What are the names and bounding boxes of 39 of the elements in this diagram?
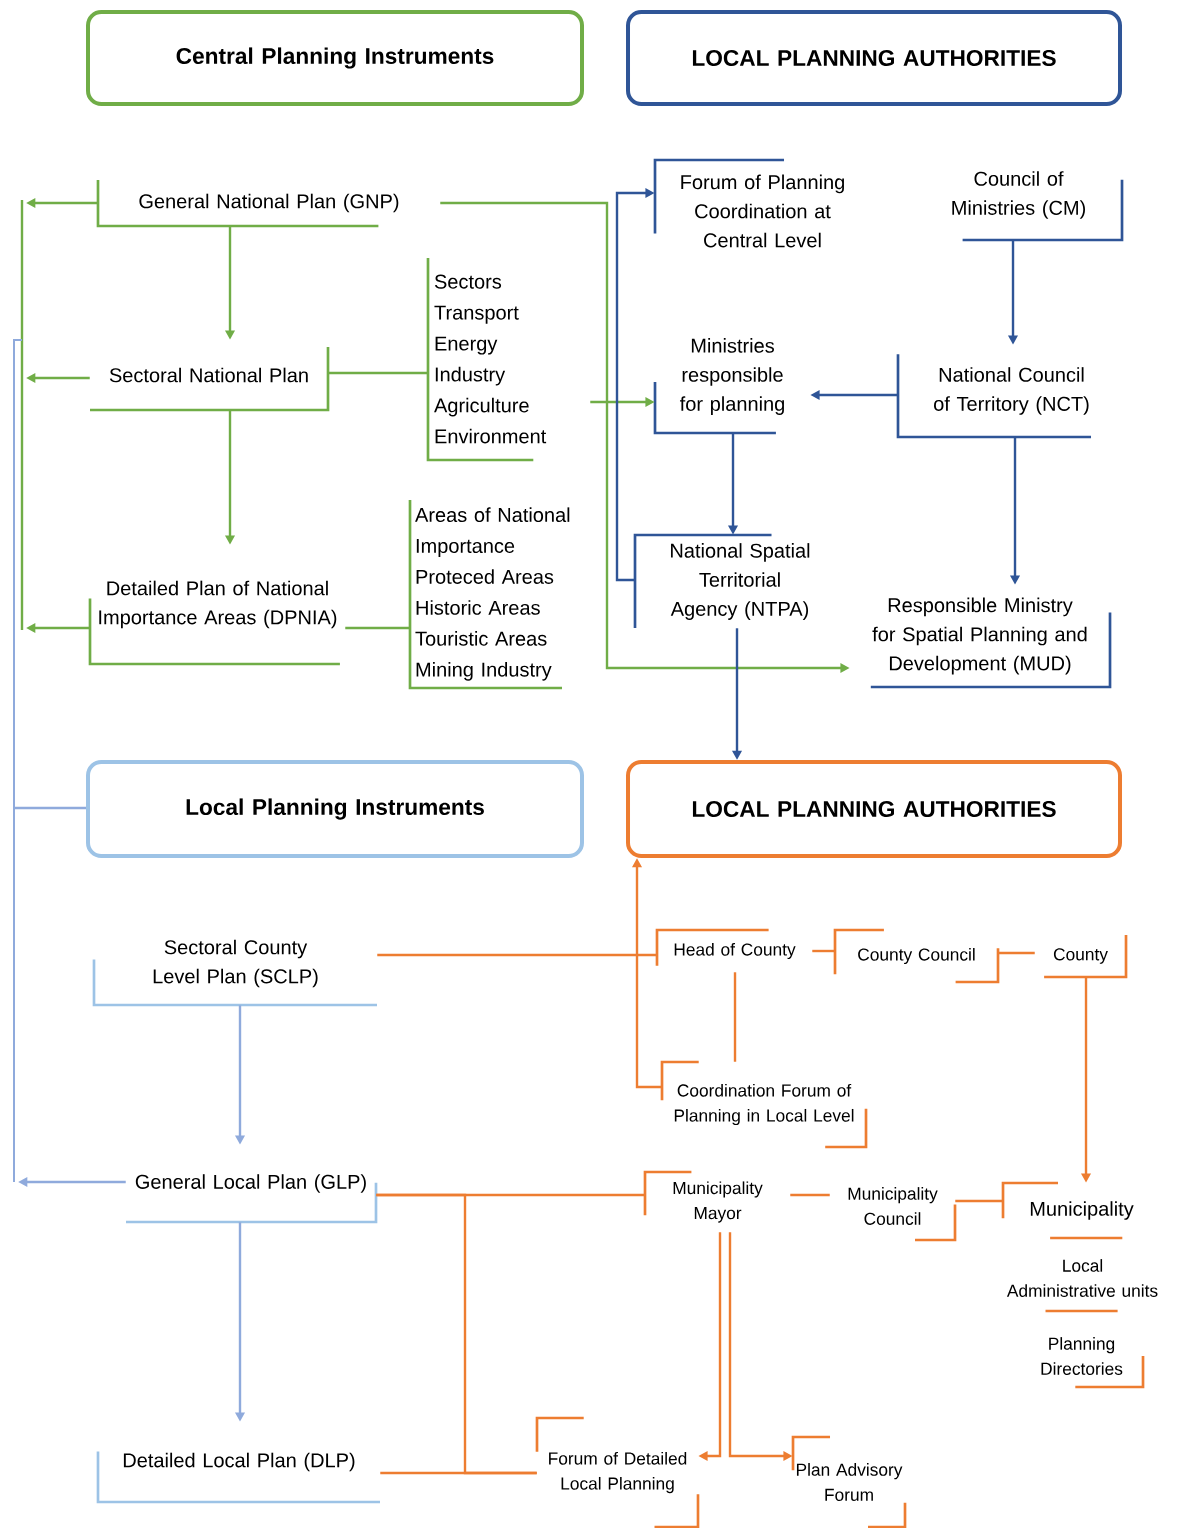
connector-line: [345, 626, 410, 630]
connector-line: [733, 972, 737, 1062]
connector-line: [380, 1471, 537, 1475]
bracketed-label: Municipality Mayor: [643, 1170, 763, 1223]
bracketed-label: Ministries responsible for planning: [653, 338, 784, 435]
heading-box: LOCAL PLANNING AUTHORITIES: [626, 760, 1122, 858]
bracketed-label: Sectoral National Plan: [90, 347, 330, 412]
bracketed-label: National Council of Territory (NCT): [896, 354, 1091, 439]
bracketed-label: Detailed Plan of National Importance Areas (DPNIA): [88, 580, 340, 666]
heading-box: LOCAL PLANNING AUTHORITIES: [626, 10, 1122, 106]
connector-line: [790, 1193, 830, 1197]
bracketed-label: Responsible Ministry for Spatial Planning and Development (MUD): [870, 597, 1112, 689]
heading-box: Central Planning Instruments: [86, 10, 584, 106]
bracketed-label: Coordination Forum of Planning in Local Level: [660, 1060, 868, 1149]
bracketed-label: County: [1044, 935, 1128, 979]
bracketed-label: Detailed Local Plan (DLP): [96, 1451, 380, 1504]
heading-box: Local Planning Instruments: [86, 760, 584, 858]
bracketed-label: National Spatial Territorial Agency (NTPA): [633, 533, 810, 628]
bracketed-label: Plan Advisory Forum: [791, 1435, 907, 1528]
bracketed-label: Municipality Council: [848, 1187, 957, 1242]
bracketed-label: Planning Directories: [1041, 1337, 1145, 1389]
bracketed-label: Head of County: [655, 928, 796, 966]
bracketed-label: General National Plan (GNP): [96, 180, 399, 228]
bracketed-label: Local Administrative units: [1006, 1259, 1158, 1313]
connector-line: [377, 953, 657, 957]
list-label: Sectors Transport Energy Industry Agriculture Environment: [426, 258, 547, 462]
bracketed-label: County Council: [833, 928, 1000, 984]
bracketed-label: Municipality: [1001, 1181, 1134, 1240]
connector-line: [812, 949, 835, 953]
connector-line: [14, 806, 86, 810]
bracketed-label: Forum of Planning Coordination at Central Level: [653, 158, 844, 248]
connector-line: [955, 1199, 1003, 1203]
bracketed-label: Forum of Detailed Local Planning: [535, 1416, 700, 1528]
connector-line: [328, 371, 428, 375]
connector-line: [998, 951, 1035, 955]
bracketed-label: Sectoral County Level Plan (SCLP): [92, 939, 377, 1007]
list-label: Areas of National Importance Proteced Areas Historic Areas Touristic Areas Mining Industry: [408, 500, 570, 690]
bracketed-label: Council of Ministries (CM): [952, 171, 1124, 242]
bracketed-label: General Local Plan (GLP): [126, 1174, 378, 1224]
